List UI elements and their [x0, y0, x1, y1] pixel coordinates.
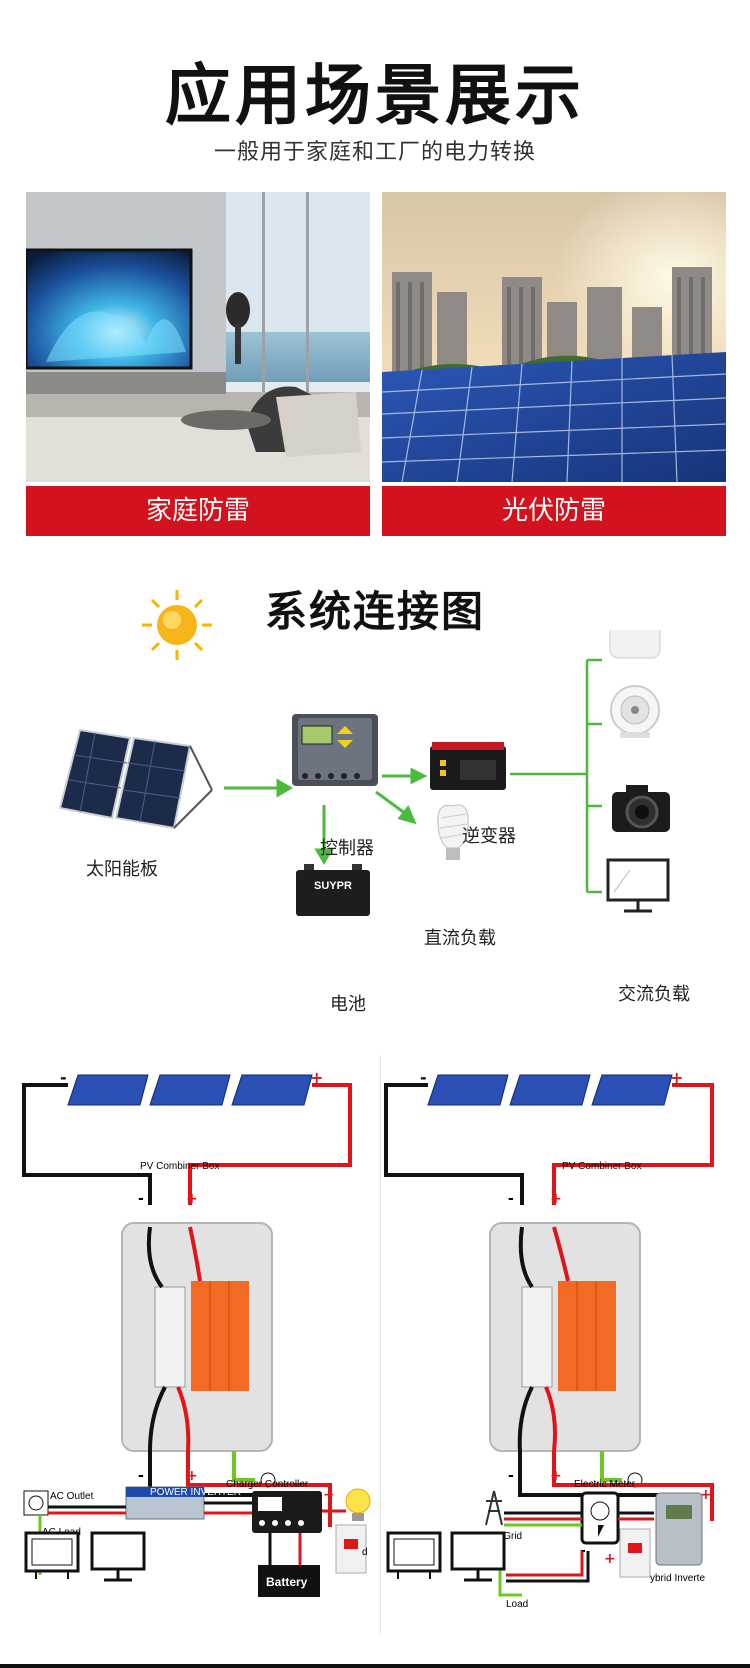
pv-panels-icon-right	[427, 1074, 673, 1106]
breaker-icon-right	[619, 1528, 651, 1578]
home-protection-label: 家庭防雷	[26, 486, 370, 536]
ac-outlet-icon	[23, 1490, 49, 1516]
hybrid-inverter-label: ybrid Inverte	[650, 1573, 705, 1584]
camera-icon	[612, 785, 670, 832]
heater-icon	[609, 630, 661, 659]
combiner-label-right: PV Combiner Box	[562, 1161, 641, 1172]
sun-icon	[140, 588, 214, 666]
system-diagram-title: 系统连接图	[264, 587, 485, 636]
pv-protection-label: 光伏防雷	[382, 486, 726, 536]
svg-text:+: +	[700, 1487, 712, 1503]
system-diagram: SUYPR	[58, 630, 670, 916]
bulb-icon-small	[345, 1488, 371, 1521]
combiner-box-icon	[121, 1222, 273, 1452]
bottom-rule	[0, 1664, 750, 1668]
load-label-right: Load	[506, 1599, 528, 1610]
page-subtitle: 一般用于家庭和工厂的电力转换	[213, 140, 536, 165]
svg-text:+: +	[310, 1068, 323, 1087]
svg-text:-: -	[60, 1068, 67, 1087]
electric-meter-label: Electric Meter	[574, 1479, 636, 1490]
charge-controller-icon	[292, 714, 378, 786]
svg-text:-: -	[138, 1468, 144, 1484]
power-inverter-icon: POWER INVERTER	[125, 1486, 241, 1520]
battery-text-left: Battery	[266, 1575, 308, 1589]
battery-icon-left: Battery	[258, 1565, 320, 1597]
monitor-icon-left	[90, 1531, 146, 1582]
svg-text:+: +	[550, 1191, 562, 1207]
controller-label: 控制器	[320, 838, 374, 859]
power-inverter-label: POWER INVERTER	[150, 1487, 241, 1498]
load-label-left: d	[362, 1547, 368, 1558]
svg-text:+: +	[323, 1487, 335, 1503]
svg-text:+: +	[604, 1551, 616, 1567]
pv-panels-icon	[67, 1074, 313, 1106]
tv-icon-right	[386, 1531, 442, 1579]
home-scene-image	[26, 192, 370, 482]
ac-outlet-label: AC Outlet	[50, 1491, 94, 1502]
svg-text:+: +	[670, 1068, 683, 1087]
combiner-box-icon-right	[489, 1222, 641, 1452]
breaker-icon	[335, 1524, 367, 1574]
dc-load-label: 直流负载	[424, 928, 496, 949]
divider	[380, 1055, 381, 1635]
ac-load-label: 交流负载	[618, 984, 690, 1005]
solar-panel-label: 太阳能板	[86, 859, 158, 880]
combiner-label-left: PV Combiner Box	[140, 1161, 219, 1172]
page-title: 应用场景展示	[165, 57, 585, 134]
tv-icon-left	[24, 1531, 80, 1579]
svg-text:-: -	[420, 1068, 427, 1087]
solar-panel-icon	[58, 728, 213, 830]
svg-text:-: -	[508, 1468, 514, 1484]
pv-scene-image	[382, 192, 726, 482]
utility-grid-icon	[485, 1490, 503, 1526]
svg-text:-: -	[508, 1191, 514, 1207]
charger-controller-label: Charger Controller	[226, 1479, 309, 1490]
inverter-label: 逆变器	[462, 826, 516, 847]
battery-label: 电池	[330, 994, 366, 1015]
bulb-icon	[437, 804, 469, 860]
inverter-icon	[430, 742, 506, 790]
hybrid-inverter-icon	[655, 1492, 703, 1566]
battery-icon: SUYPR	[296, 864, 370, 916]
svg-text:+: +	[186, 1468, 198, 1484]
svg-text:-: -	[138, 1191, 144, 1207]
svg-text:+: +	[186, 1191, 198, 1207]
electric-meter-icon	[580, 1491, 620, 1545]
monitor-icon	[606, 858, 670, 913]
battery-brand: SUYPR	[314, 880, 352, 892]
off-grid-wiring-diagram: - + PV Combiner Box - + - + AC Outlet PO…	[22, 1068, 371, 1597]
fan-icon	[610, 685, 660, 738]
charger-controller-icon	[252, 1491, 322, 1533]
monitor-icon-right	[450, 1531, 506, 1582]
grid-tie-wiring-diagram: - + PV Combiner Box - + - + + Electric M…	[384, 1068, 714, 1610]
